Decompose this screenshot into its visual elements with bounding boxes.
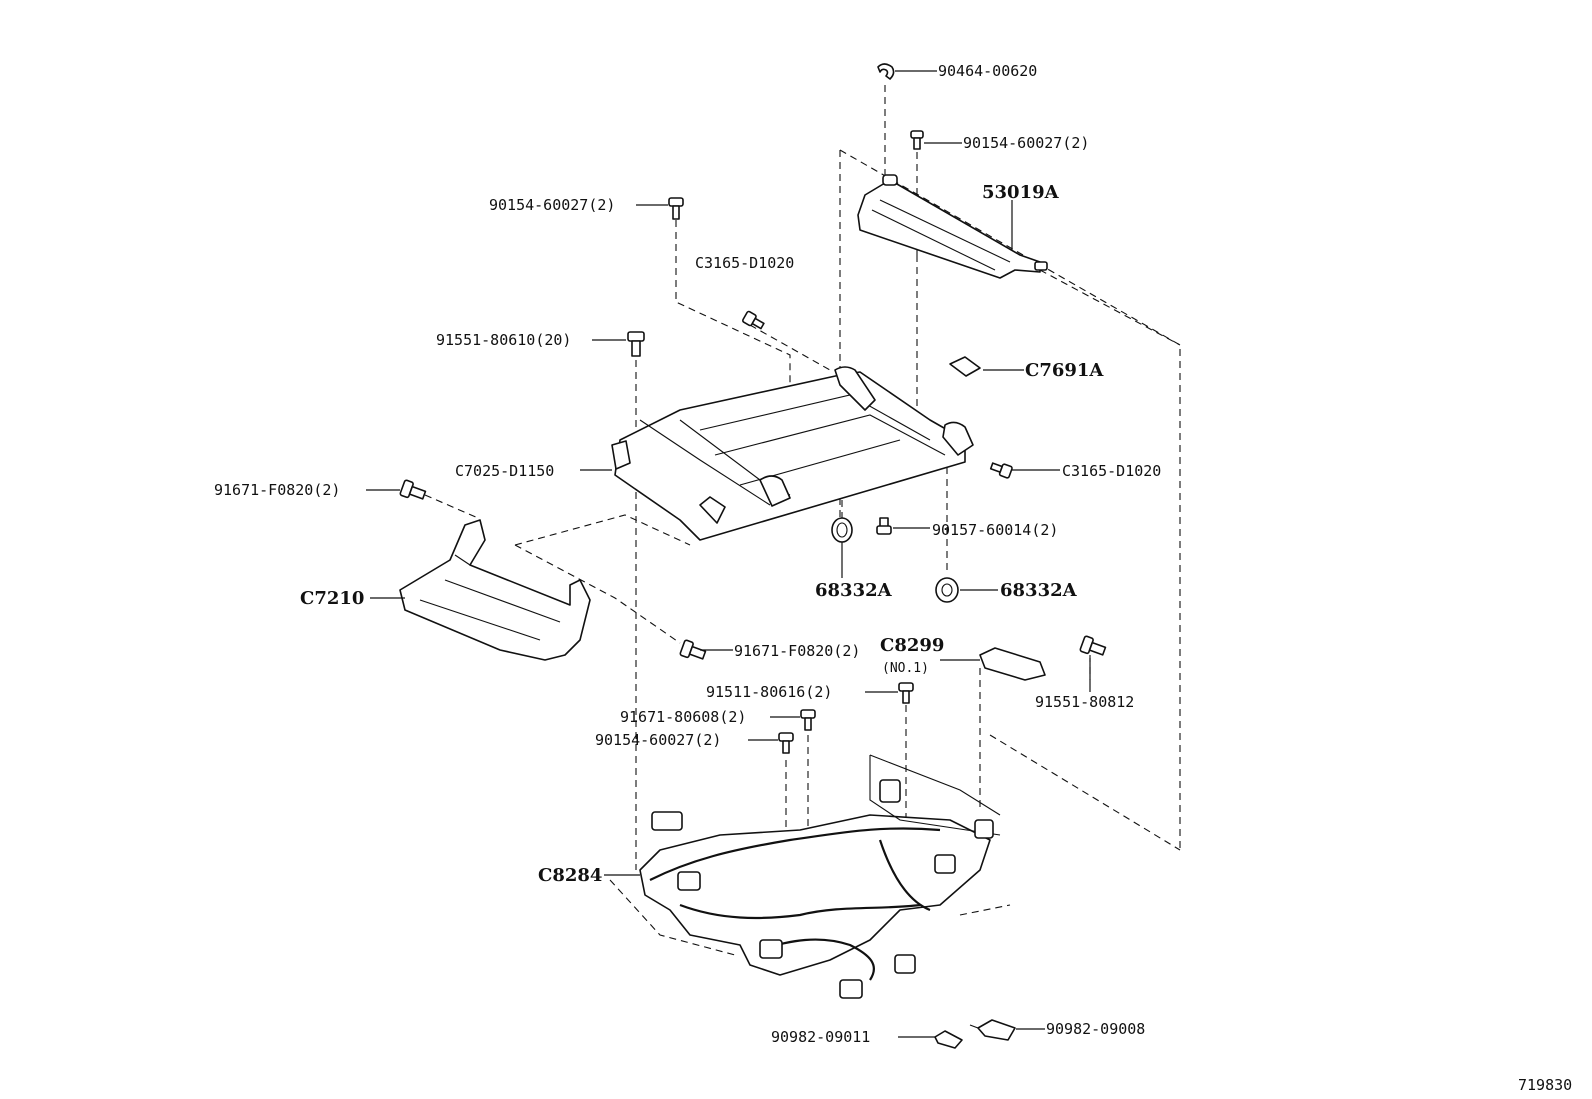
label-91671-F0820-center[interactable]: 91671-F0820(2) <box>734 642 860 660</box>
diagram-id: 719830 <box>1518 1076 1572 1094</box>
seat-frame-C7025-D1150-icon <box>611 366 974 541</box>
label-90157-60014[interactable]: 90157-60014(2) <box>932 521 1058 539</box>
label-90154-60027-top[interactable]: 90154-60027(2) <box>963 134 1089 152</box>
bolt-icon <box>1079 635 1107 656</box>
label-C8299-no1: (NO.1) <box>882 661 929 676</box>
label-90154-60027-bottom[interactable]: 90154-60027(2) <box>595 731 721 749</box>
bracket-C8299-icon <box>979 647 1046 681</box>
bracket-C7691A-icon <box>949 356 981 377</box>
label-91671-F0820-left[interactable]: 91671-F0820(2) <box>214 481 340 499</box>
label-90982-09008[interactable]: 90982-09008 <box>1046 1020 1145 1038</box>
leader-lines <box>366 70 1091 1038</box>
wire-harness-C8284-icon <box>639 754 1001 999</box>
fuse-90982-09011-icon <box>934 1030 963 1049</box>
bolt-icon <box>910 130 924 150</box>
label-91551-80812[interactable]: 91551-80812 <box>1035 693 1134 711</box>
label-C7691A[interactable]: C7691A <box>1025 360 1104 381</box>
screw-icon <box>989 462 1013 479</box>
label-90154-60027-left[interactable]: 90154-60027(2) <box>489 196 615 214</box>
bushing-68332A-icon <box>935 577 959 603</box>
label-90464-00620[interactable]: 90464-00620 <box>938 62 1037 80</box>
label-91671-80608[interactable]: 91671-80608(2) <box>620 708 746 726</box>
label-90982-09011[interactable]: 90982-09011 <box>771 1028 870 1046</box>
bolt-icon <box>399 479 427 500</box>
label-C7210[interactable]: C7210 <box>300 588 364 609</box>
bolt-icon <box>800 709 816 731</box>
fuse-90982-09008-icon <box>969 1019 1016 1041</box>
screw-icon <box>742 310 765 330</box>
label-91551-80610[interactable]: 91551-80610(20) <box>436 331 571 349</box>
label-C3165-D1020-top[interactable]: C3165-D1020 <box>695 254 794 272</box>
bolt-icon <box>778 732 794 754</box>
label-C8284[interactable]: C8284 <box>538 865 602 886</box>
label-68332A-center[interactable]: 68332A <box>815 580 893 601</box>
bolt-icon <box>898 682 914 704</box>
label-68332A-right[interactable]: 68332A <box>1000 580 1078 601</box>
part-labels: 90464-00620 90154-60027(2) 53019A 90154-… <box>214 62 1572 1094</box>
bolt-icon <box>876 517 892 535</box>
bolt-icon <box>627 331 645 357</box>
assembly-guide-lines <box>424 85 1181 956</box>
label-53019A[interactable]: 53019A <box>982 182 1060 203</box>
label-C7025-D1150[interactable]: C7025-D1150 <box>455 462 554 480</box>
bushing-68332A-icon <box>831 517 853 543</box>
label-C3165-D1020-right[interactable]: C3165-D1020 <box>1062 462 1161 480</box>
plate-53019A-icon <box>857 174 1048 279</box>
bolt-icon <box>668 197 684 220</box>
label-91511-80616[interactable]: 91511-80616(2) <box>706 683 832 701</box>
clip-90464-00620-icon <box>877 63 895 80</box>
bolt-icon <box>679 639 707 660</box>
label-C8299[interactable]: C8299 <box>880 635 944 656</box>
cover-C7210-icon <box>399 519 591 661</box>
